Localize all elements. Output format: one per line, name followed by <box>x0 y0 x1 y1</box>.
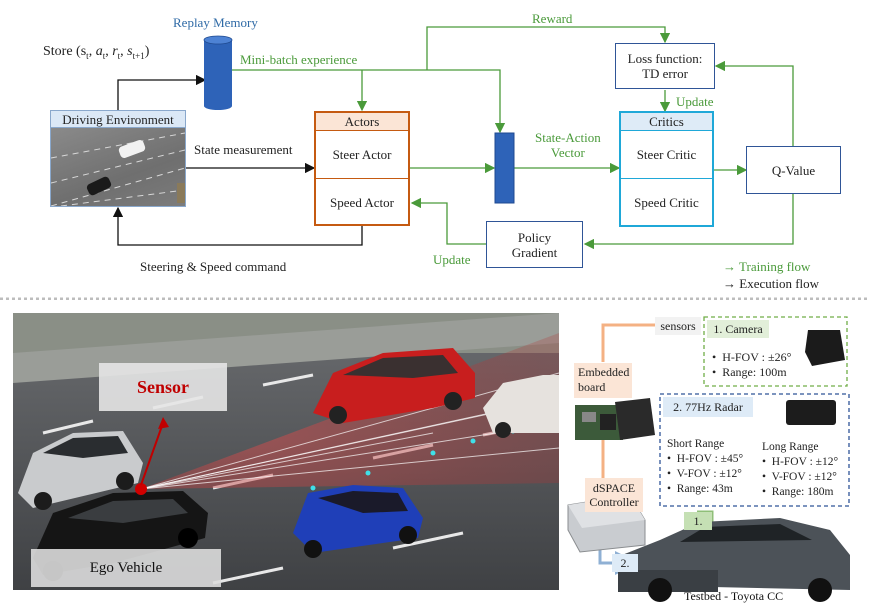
sensors-label: sensors <box>655 317 701 335</box>
embedded-board-label: Embedded board <box>574 363 632 398</box>
legend-execution: → Execution flow <box>723 276 820 291</box>
actors-title: Actors <box>316 113 408 131</box>
long-range-specs: Long Range • H-FOV : ±12° • V-FOV : ±12°… <box>762 441 839 498</box>
reward-label: Reward <box>532 11 573 26</box>
radar-icon <box>786 400 836 425</box>
camera-spec-hfov: • H-FOV : ±26° <box>712 350 792 364</box>
embedded-board-icon <box>575 398 655 440</box>
camera-specs: • H-FOV : ±26° • Range: 100m <box>712 350 791 380</box>
camera-spec-range: • Range: 100m <box>712 365 787 379</box>
update-bottom-label: Update <box>433 252 471 267</box>
update-top-label: Update <box>676 94 714 109</box>
loss-line-1: Loss function: <box>627 51 703 66</box>
flow-arrows <box>0 26 869 300</box>
testbed-label: Testbed - Toyota CC <box>684 589 784 603</box>
loss-line-2: TD error <box>642 66 688 81</box>
camera-icon <box>805 330 845 366</box>
short-range-specs: Short Range • H-FOV : ±45° • V-FOV : ±12… <box>667 438 744 495</box>
blue-car <box>293 485 423 558</box>
speed-actor: Speed Actor <box>330 194 394 210</box>
mini-batch-label: Mini-batch experience <box>240 52 358 67</box>
speed-critic: Speed Critic <box>634 194 699 210</box>
state-action-label: State-Action Vector <box>535 130 601 160</box>
long-range-title: Long Range <box>762 441 819 453</box>
critics-title: Critics <box>621 113 712 131</box>
white-sedan <box>483 375 559 438</box>
legend-training: → Training flow <box>723 259 811 274</box>
red-car <box>313 348 475 424</box>
steer-actor: Steer Actor <box>316 131 408 179</box>
critics-box: Critics Steer Critic Speed Critic <box>619 111 714 227</box>
radar-title: 2. 77Hz Radar <box>663 397 753 417</box>
short-range-title: Short Range <box>667 438 725 450</box>
vehicle-marker-1: 1. <box>684 512 712 530</box>
steer-critic: Steer Critic <box>621 131 712 179</box>
scene-graphic <box>13 313 559 590</box>
sensor-dot <box>135 483 147 495</box>
q-value-box: Q-Value <box>746 146 841 194</box>
camera-title: 1. Camera <box>707 320 769 338</box>
vehicle-marker-2: 2. <box>612 554 638 572</box>
replay-memory-label: Replay Memory <box>173 15 258 30</box>
driving-environment-box: Driving Environment <box>50 110 186 207</box>
store-label: Store (st, at, rt, st+1) <box>43 44 150 61</box>
simulation-scene: Sensor Ego Vehicle <box>13 313 559 590</box>
silver-car <box>18 431 143 510</box>
driving-environment-title: Driving Environment <box>51 111 185 128</box>
ego-vehicle-label: Ego Vehicle <box>31 549 221 587</box>
actors-box: Actors Steer Actor Speed Actor <box>314 111 410 226</box>
steering-command-label: Steering & Speed command <box>140 259 287 274</box>
dspace-label: dSPACE Controller <box>585 478 643 512</box>
loss-function-box: Loss function: TD error <box>615 43 715 89</box>
policy-gradient-box: Policy Gradient <box>486 221 583 268</box>
sensor-label: Sensor <box>99 363 227 411</box>
driving-environment-image <box>51 128 185 206</box>
state-measurement-label: State measurement <box>194 142 293 157</box>
